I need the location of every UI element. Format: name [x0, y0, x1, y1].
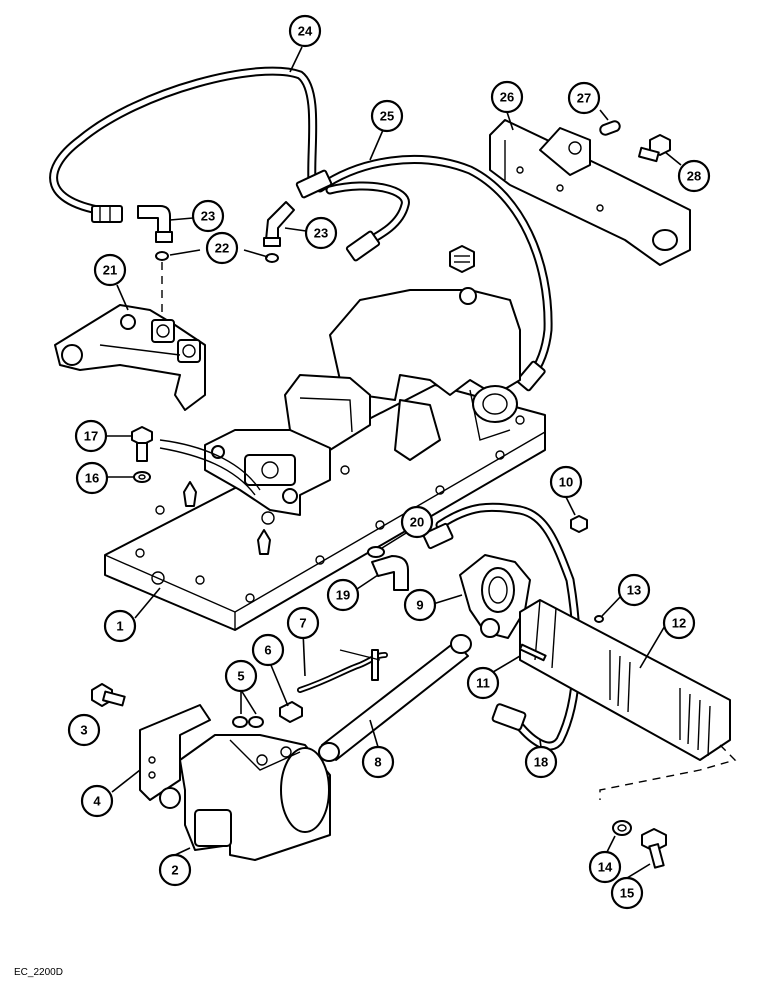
callout-8: 8 [361, 745, 395, 779]
svg-text:2: 2 [171, 863, 178, 878]
bracket-4 [139, 704, 211, 801]
callout-27: 27 [567, 81, 601, 115]
hose-fitting-branch [345, 230, 381, 262]
seal-20 [367, 546, 385, 558]
link-rod-7 [297, 649, 388, 693]
callout-7: 7 [286, 606, 320, 640]
elbow-19 [371, 555, 409, 591]
callout-20: 20 [400, 505, 434, 539]
svg-text:21: 21 [103, 263, 117, 278]
svg-text:18: 18 [534, 755, 548, 770]
callout-23-left: 23 [191, 199, 225, 233]
svg-text:12: 12 [672, 616, 686, 631]
o-ring-22 [155, 251, 279, 263]
callout-19: 19 [326, 578, 360, 612]
callout-23-right: 23 [304, 216, 338, 250]
callout-10: 10 [549, 465, 583, 499]
callout-18: 18 [524, 745, 558, 779]
svg-text:26: 26 [500, 90, 514, 105]
svg-text:7: 7 [299, 616, 306, 631]
bracket-21 [54, 304, 206, 411]
assembly-line-14 [599, 744, 737, 800]
nuts-5 [232, 716, 264, 728]
callout-5: 5 [224, 659, 258, 693]
svg-text:25: 25 [380, 109, 394, 124]
hose-25-main [315, 155, 553, 383]
callout-26: 26 [490, 80, 524, 114]
svg-text:23: 23 [314, 226, 328, 241]
control-valve-block [159, 429, 331, 516]
svg-text:9: 9 [416, 598, 423, 613]
bolt-3 [91, 683, 126, 707]
svg-text:27: 27 [577, 91, 591, 106]
svg-text:16: 16 [85, 471, 99, 486]
plug-10 [570, 515, 588, 533]
callout-4: 4 [80, 784, 114, 818]
elbow-fitting-23-left [137, 205, 173, 243]
svg-text:23: 23 [201, 209, 215, 224]
hose-25-branch [325, 181, 410, 250]
callout-14: 14 [588, 850, 622, 884]
svg-text:6: 6 [264, 643, 271, 658]
callout-9: 9 [403, 588, 437, 622]
callout-2: 2 [158, 853, 192, 887]
callout-1: 1 [103, 609, 137, 643]
callout-13: 13 [617, 573, 651, 607]
nipple-6 [279, 701, 303, 723]
svg-text:17: 17 [84, 429, 98, 444]
svg-text:10: 10 [559, 475, 573, 490]
hose-24 [49, 66, 318, 218]
callout-3: 3 [67, 713, 101, 747]
hose-fitting-housing [516, 360, 546, 392]
washer-16 [133, 471, 151, 483]
callout-28: 28 [677, 159, 711, 193]
svg-text:13: 13 [627, 583, 641, 598]
lift-cylinder-2 [159, 734, 331, 861]
lift-housing [284, 287, 521, 461]
lift-cover-plate-1 [104, 384, 546, 631]
svg-text:5: 5 [237, 669, 244, 684]
callout-25: 25 [370, 99, 404, 133]
svg-text:19: 19 [336, 588, 350, 603]
callout-21: 21 [93, 253, 127, 287]
svg-text:1: 1 [116, 619, 123, 634]
bolt-15 [641, 828, 667, 869]
breather-cap [449, 245, 475, 273]
svg-text:22: 22 [215, 241, 229, 256]
svg-text:20: 20 [410, 515, 424, 530]
piston-rod-8 [318, 634, 472, 762]
cross-shaft-12 [519, 599, 731, 761]
svg-text:4: 4 [93, 794, 101, 809]
bracket-26 [489, 119, 691, 266]
svg-text:15: 15 [620, 886, 634, 901]
pipe-18 [422, 502, 582, 751]
svg-text:3: 3 [80, 723, 87, 738]
callout-16: 16 [75, 461, 109, 495]
bolt-28 [638, 134, 671, 163]
callout-6: 6 [251, 633, 285, 667]
callout-11: 11 [466, 666, 500, 700]
svg-text:8: 8 [374, 755, 381, 770]
hose-fitting-center [295, 169, 333, 199]
svg-text:28: 28 [687, 169, 701, 184]
callout-22: 22 [205, 231, 239, 265]
callout-24: 24 [288, 14, 322, 48]
washer-14 [612, 820, 632, 836]
circlip-13 [594, 615, 604, 623]
svg-text:11: 11 [476, 676, 490, 691]
pin-27 [599, 120, 621, 136]
callout-12: 12 [662, 606, 696, 640]
elbow-fitting-23-right [263, 201, 295, 247]
svg-text:14: 14 [598, 860, 613, 875]
svg-text:24: 24 [298, 24, 313, 39]
key-11 [518, 643, 547, 662]
hose-fitting-left [91, 205, 123, 223]
callout-15: 15 [610, 876, 644, 910]
drawing-code: EC_2200D [14, 967, 63, 978]
leader-lines [104, 46, 682, 879]
callout-17: 17 [74, 419, 108, 453]
bolt-17 [131, 426, 153, 462]
